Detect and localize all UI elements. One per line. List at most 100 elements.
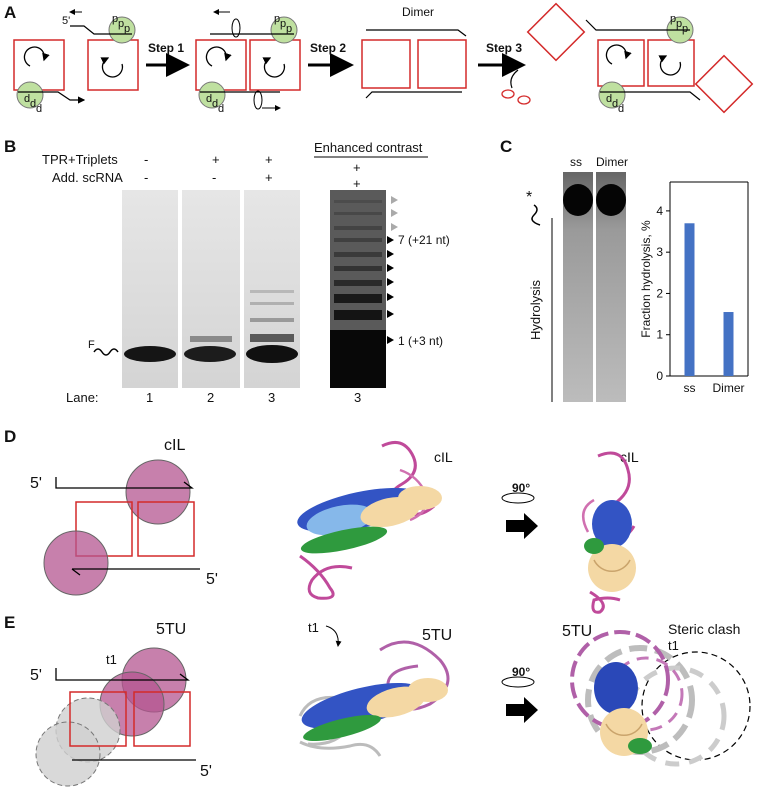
p-label: p: [286, 23, 292, 35]
ribbon-strand: [300, 556, 352, 598]
strand-line: [366, 30, 466, 36]
sign: +: [265, 170, 273, 185]
cil-complex-structure: [294, 442, 442, 598]
hydrolysis-band: [596, 184, 626, 216]
sign: +: [353, 176, 361, 191]
scaffold-square: [362, 40, 410, 88]
gel-band: [330, 330, 386, 388]
five-prime-top-label: 5': [30, 667, 42, 684]
panel-e: 5TU 5' 5' t1 t1 5TU 90° 5TU Steric clash: [30, 620, 750, 786]
enhanced-contrast-label: Enhanced contrast: [314, 140, 423, 155]
steric-clash-label: Steric clash: [668, 621, 740, 637]
hydrolysis-band: [563, 184, 593, 216]
panel-label-b: B: [4, 137, 16, 156]
scaffold-square: [598, 40, 644, 86]
gel-band: [124, 346, 176, 362]
tu-rotated-structure: [572, 632, 724, 764]
d-label: d: [618, 103, 624, 115]
panel-label-c: C: [500, 137, 512, 156]
step3-label: Step 3: [486, 41, 522, 55]
sign: +: [265, 152, 273, 167]
dimer-label: Dimer: [402, 5, 434, 19]
five-prime-top-label: 5': [30, 475, 42, 492]
panel-a-schematic: d d d 5' p p p Step 1 p p p d d d: [14, 4, 752, 115]
hydrolysis-label: Hydrolysis: [528, 280, 543, 340]
five-prime-bottom-label: 5': [206, 571, 218, 588]
t1-rot-label: t1: [668, 638, 679, 653]
sign: -: [212, 170, 216, 185]
panel-b-gel: TPR+Triplets Add. scRNA - + + + - - + + …: [42, 140, 450, 405]
f-label: F: [88, 339, 95, 351]
band-arrowhead-icon: [387, 293, 394, 301]
y-tick-label: 1: [656, 328, 663, 342]
tu-rot-label: 5TU: [562, 623, 592, 640]
tu-label: 5TU: [156, 621, 186, 638]
band-arrowhead-icon: [387, 250, 394, 258]
t1-label: t1: [106, 652, 117, 667]
bar-ss: [685, 223, 695, 376]
scaffold-square: [88, 40, 138, 90]
dna-surface: [398, 486, 442, 510]
twist-icon: [254, 91, 262, 109]
five-prime-label: 5': [62, 15, 70, 27]
cil-label: cIL: [164, 437, 185, 454]
lane-number: 3: [354, 390, 361, 405]
gel-band: [250, 290, 294, 293]
cil-domain-circle: [44, 531, 108, 595]
row1-label: TPR+Triplets: [42, 152, 118, 167]
y-tick-label: 4: [656, 204, 663, 218]
star-label: *: [526, 189, 532, 206]
band-arrowhead-icon: [391, 223, 398, 231]
rotation-arrow-icon: [206, 47, 226, 66]
col-ss-label: ss: [570, 155, 582, 169]
y-tick-label: 0: [656, 369, 663, 383]
y-tick-label: 2: [656, 286, 663, 300]
sign: -: [144, 170, 148, 185]
gel-band: [334, 238, 382, 242]
tu-struct-label: 5TU: [422, 627, 452, 644]
scaffold-square: [648, 40, 694, 86]
scaffold-square: [418, 40, 466, 88]
rotation-arrow-icon: [24, 47, 44, 66]
panel-d: cIL 5' 5' cIL 90° cIL: [30, 437, 639, 612]
band-arrowhead-icon: [387, 264, 394, 272]
lane-number: 2: [207, 390, 214, 405]
gel-band: [246, 345, 298, 363]
band-arrowhead-icon: [391, 196, 398, 204]
cil-rotated-structure: [583, 453, 636, 612]
tu-complex-structure: [297, 642, 448, 756]
panel-c: ss Dimer * Hydrolysis Fraction hydrolysi…: [526, 155, 748, 402]
lane-number: 1: [146, 390, 153, 405]
rotation-arrow-icon: [606, 45, 626, 64]
curved-arrow-icon: [326, 626, 338, 646]
release-arrow: [511, 70, 518, 88]
step1-label: Step 1: [148, 41, 184, 55]
big-arrow-icon: [506, 697, 538, 723]
scaffold-square: [250, 40, 300, 90]
rotation-arrow-icon: [102, 58, 122, 77]
x-category-label: Dimer: [713, 381, 745, 395]
gel-band: [190, 336, 232, 342]
gel-band: [250, 302, 294, 305]
big-arrow-icon: [506, 513, 538, 539]
dna-surface: [584, 538, 604, 554]
panel-label-e: E: [4, 613, 15, 632]
panel-label-d: D: [4, 427, 16, 446]
rna-squiggle-icon: [94, 349, 118, 355]
dna-surface: [594, 662, 638, 714]
rotated-square: [696, 56, 753, 113]
p-label: p: [124, 23, 130, 35]
p-label: p: [682, 23, 688, 35]
band-arrowhead-icon: [387, 336, 394, 344]
col-dimer-label: Dimer: [596, 155, 628, 169]
d-label: d: [218, 103, 224, 115]
x-category-label: ss: [684, 381, 696, 395]
y-axis-label: Fraction hydrolysis, %: [639, 220, 653, 338]
ribbon-strand: [590, 592, 620, 612]
t1-struct-label: t1: [308, 620, 319, 635]
d-label: d: [36, 103, 42, 115]
band-7-label: 7 (+21 nt): [398, 233, 450, 247]
band-arrowhead-icon: [387, 278, 394, 286]
gel-band: [334, 294, 382, 303]
rotation-arrow-icon: [264, 58, 284, 77]
